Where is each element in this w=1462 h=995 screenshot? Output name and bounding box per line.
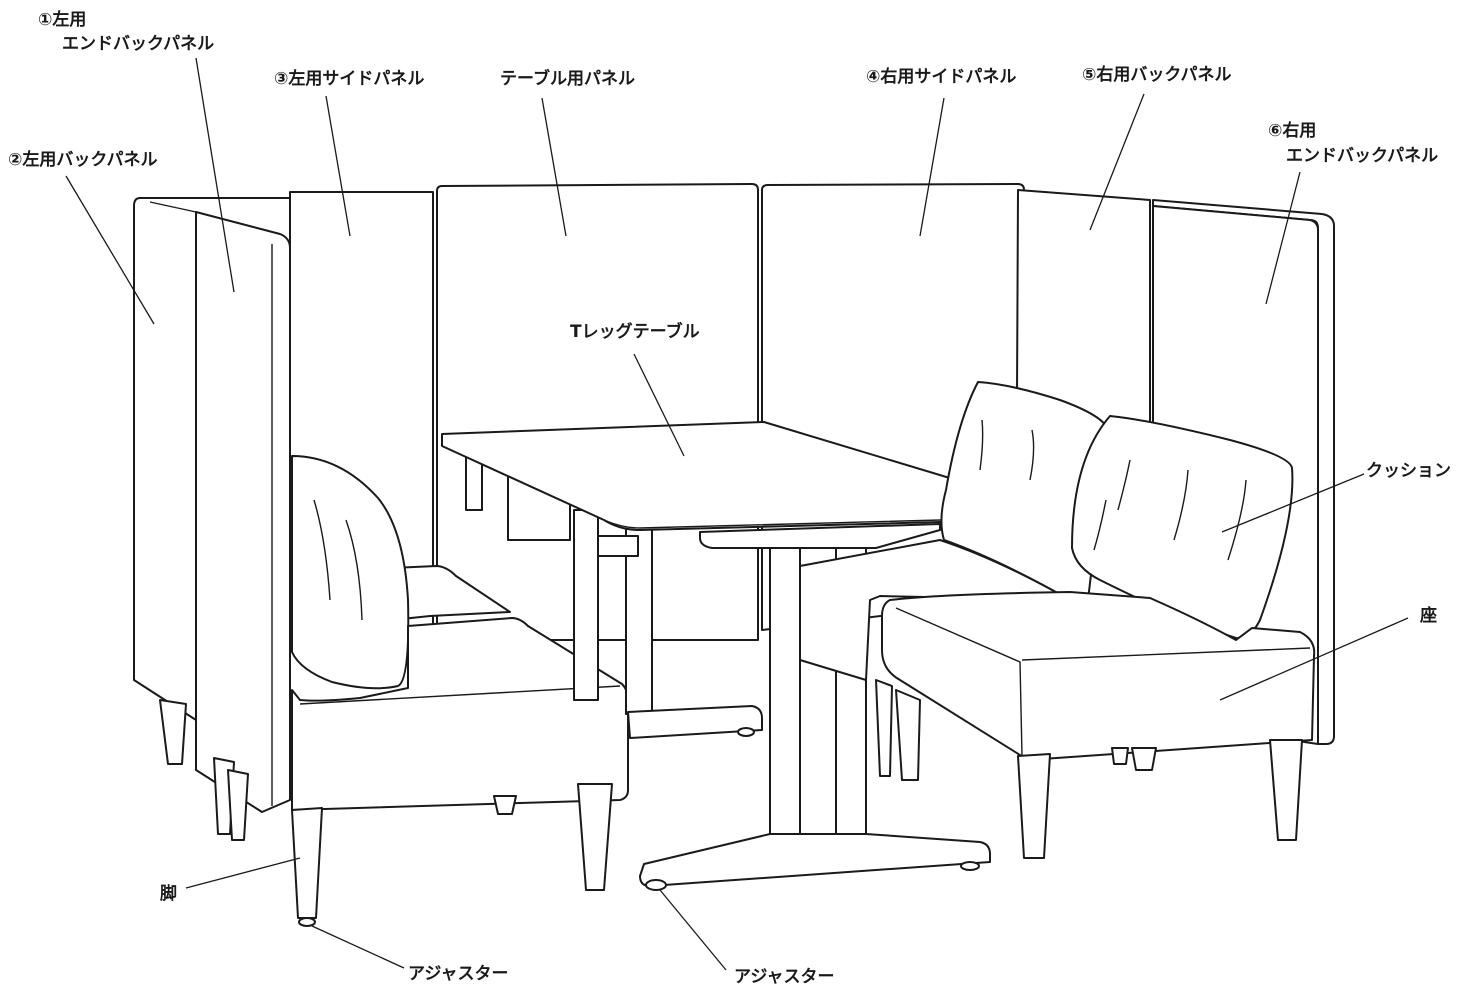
leader-adjuster-center <box>659 889 727 971</box>
label-leg: 脚 <box>160 884 177 904</box>
leader-left-end-back-panel <box>195 57 235 293</box>
label-left-end-back-panel-line1: ①左用 <box>38 10 87 30</box>
label-cushion: クッション <box>1366 461 1451 481</box>
left-end-back-panel <box>195 211 291 813</box>
right-leg-back-b <box>875 679 893 777</box>
table-rear-foot <box>627 705 763 739</box>
right-rear-seat <box>799 539 1071 681</box>
table-rear-crossbar <box>597 535 639 557</box>
left-panels <box>133 197 291 813</box>
left-leg-right <box>577 783 613 891</box>
leader-seat <box>1219 617 1409 701</box>
right-leg-back-d <box>1111 747 1129 765</box>
leader-left-side-panel <box>325 95 351 237</box>
label-right-end-back-panel-line2: エンドバックパネル <box>1286 146 1439 166</box>
left-leg-front <box>291 807 323 919</box>
left-leg-back-d <box>493 795 517 815</box>
leader-right-end-back-panel <box>1265 171 1301 305</box>
leader-t-leg-table <box>633 353 685 457</box>
label-right-end-back-panel-line1: ⑥右用 <box>1268 121 1317 141</box>
table-front-foot <box>639 833 991 887</box>
right-leg-back-c <box>1131 747 1157 771</box>
leader-leg <box>185 857 301 889</box>
label-left-end-back-panel-line2: エンドバックパネル <box>62 34 215 54</box>
label-right-back-panel: ⑤右用バックパネル <box>1082 65 1232 85</box>
leader-right-back-panel <box>1089 93 1145 231</box>
leader-left-back-panel <box>65 175 155 325</box>
right-seat <box>881 591 1316 761</box>
leader-lines <box>65 57 1409 971</box>
label-adjuster-center: アジャスター <box>734 967 835 987</box>
leader-adjuster-left <box>311 925 405 969</box>
label-left-side-panel: ③左用サイドパネル <box>274 69 425 89</box>
leader-table-panel <box>541 97 567 237</box>
leader-right-side-panel <box>919 97 945 237</box>
left-adjuster <box>298 917 316 927</box>
label-right-side-panel: ④右用サイドパネル <box>866 67 1017 87</box>
left-sofa <box>159 455 629 927</box>
right-leg-back-a <box>895 689 921 781</box>
left-leg-back-a <box>159 699 187 765</box>
table-adjuster-left <box>645 879 667 891</box>
label-adjuster-left: アジャスター <box>408 964 509 984</box>
left-leg-back-c <box>227 769 249 841</box>
table-adjuster-right <box>960 861 980 871</box>
table-under-frame <box>699 523 941 549</box>
right-leg-front <box>1017 753 1051 859</box>
right-sofa <box>799 381 1316 859</box>
label-table-panel: テーブル用パネル <box>500 69 635 89</box>
table-rear-leg <box>573 509 599 701</box>
label-left-back-panel: ②左用バックパネル <box>8 150 158 170</box>
right-leg-right <box>1269 739 1303 841</box>
table-front-leg-a <box>769 547 801 839</box>
label-seat: 座 <box>1420 606 1437 626</box>
label-t-leg-table: Tレッグテーブル <box>570 322 700 342</box>
left-seat <box>291 617 629 811</box>
table-adjuster-rear <box>737 727 755 737</box>
left-sofa-back-cushion <box>391 565 511 621</box>
leader-cushion <box>1221 473 1365 533</box>
